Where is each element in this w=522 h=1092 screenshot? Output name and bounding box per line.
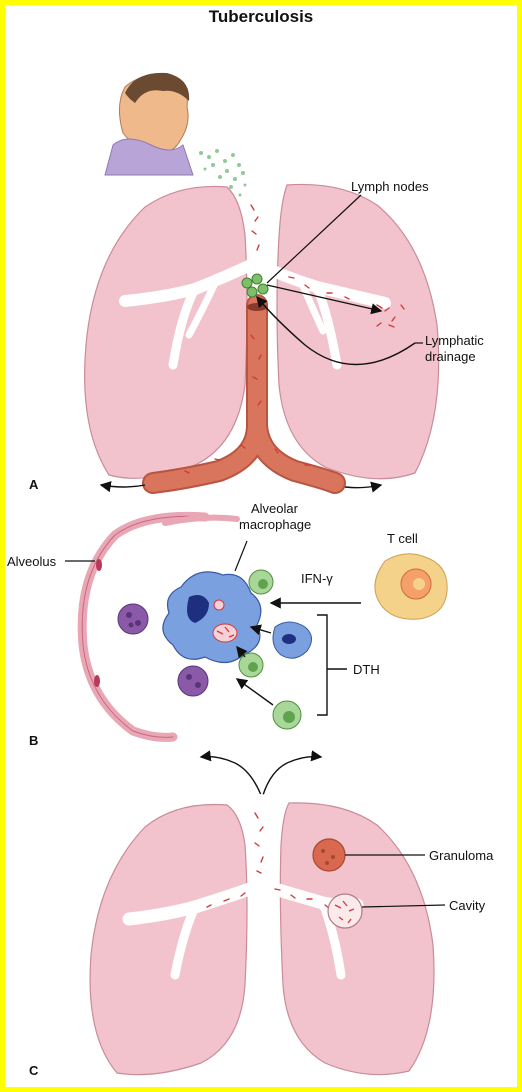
bacilli-a [184,204,405,474]
granular-cell [177,665,209,697]
t-cell [374,553,448,620]
right-lung-c [279,802,435,1076]
label-alveolus: Alveolus [7,554,57,569]
lymphocyte [248,569,274,595]
dth-bracket [317,614,347,716]
figure-frame: Tuberculosis [5,5,517,1087]
label-macrophage: macrophage [239,517,311,532]
panel-b: Alveolar macrophage Alveolus T cell IFN-… [7,501,448,748]
lymphocyte [272,700,302,730]
figure-title: Tuberculosis [208,7,314,26]
alveolus-cell-nucleus [96,559,102,571]
label-lymph-nodes: Lymph nodes [351,179,429,194]
aerosol-droplets [199,149,247,197]
bacilli-in-phagosome [216,626,235,638]
alveolus-cell-nucleus [94,675,100,687]
right-outflow-arrow [344,481,383,493]
phagosome [212,623,238,643]
macrophage-nucleus [187,595,209,623]
label-granuloma: Granuloma [429,848,494,863]
panel-c: Granuloma Cavity C [29,750,494,1078]
cavity-leader [361,904,446,908]
left-outflow-arrow [99,481,146,493]
alveolar-macrophage [162,571,262,664]
lymph-nodes-leader [266,194,362,284]
left-lung-c [89,803,248,1076]
label-lymphatic: Lymphatic [425,333,484,348]
label-dth: DTH [353,662,380,677]
granuloma [312,838,346,872]
lymph-nodes-cluster [241,273,269,298]
dth-arrow [236,645,248,659]
right-lung [276,183,440,480]
exhaled-arrow-right [262,750,323,796]
panel-letter-b: B [29,733,38,748]
left-lung [84,185,248,479]
phagosome [213,599,225,611]
lymphocyte [238,652,264,678]
alveolus-wall-upper [162,514,240,526]
tuberculosis-diagram: Lymph nodes Lymphatic drainage A [7,72,494,1078]
dth-arrow [235,678,274,706]
lymphatic-drainage-arrow [256,295,416,366]
label-drainage: drainage [425,349,476,364]
label-t-cell: T cell [387,531,418,546]
exhaled-arrow-left [199,750,262,796]
label-ifn-gamma: IFN-γ [301,571,333,586]
panel-letter-c: C [29,1063,39,1078]
panel-letter-a: A [29,477,39,492]
label-cavity: Cavity [449,898,486,913]
panel-a: Lymph nodes Lymphatic drainage A [29,72,484,494]
macrophage-leader [234,540,248,572]
node-to-lung-arrow [266,284,383,315]
dth-arrow [249,624,272,636]
label-alveolar: Alveolar [251,501,299,516]
patient-head-illustration [104,72,194,176]
bronchial-tree-a [119,177,391,370]
cavity [327,893,363,929]
granular-cell [117,603,149,635]
